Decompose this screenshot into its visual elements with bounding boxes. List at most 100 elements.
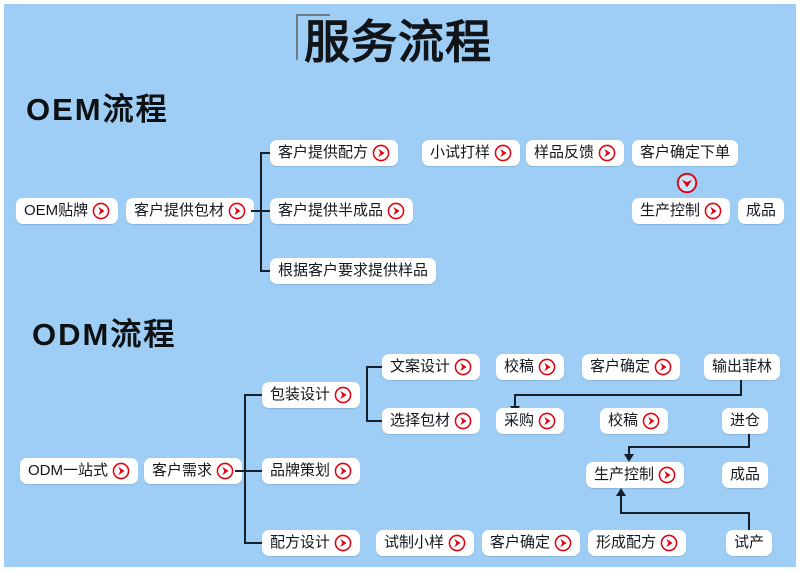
node-label: 校稿 — [504, 358, 535, 375]
node-label: ODM一站式 — [28, 462, 108, 479]
node-label: 客户确定 — [590, 358, 651, 375]
red-arrow-down-icon — [676, 172, 698, 199]
node-odm-film-output[interactable]: 输出菲林 — [704, 354, 781, 380]
node-label: 形成配方 — [596, 534, 657, 551]
connector-odm-trunk-vertical — [244, 394, 246, 544]
arrowhead-to-production-top — [624, 454, 634, 462]
connector-warehouse-to-production — [628, 446, 630, 456]
connector-packaging-to-rowB — [366, 420, 382, 422]
connector-odm-trunk-stub — [235, 470, 245, 472]
node-label: 配方设计 — [270, 534, 331, 551]
connector-film-left — [514, 394, 742, 396]
node-label: 客户提供包材 — [134, 202, 225, 219]
red-arrow-right-icon — [538, 412, 556, 430]
red-arrow-right-icon — [654, 358, 672, 376]
connector-oem-branch-3 — [260, 270, 272, 272]
node-oem-production-control[interactable]: 生产控制 — [632, 198, 731, 224]
node-odm-packaging-design[interactable]: 包装设计 — [262, 382, 361, 408]
red-arrow-right-icon — [642, 412, 660, 430]
red-arrow-right-icon — [538, 358, 556, 376]
red-arrow-right-icon — [554, 534, 572, 552]
connector-warehouse-down — [748, 434, 750, 448]
red-arrow-right-icon — [660, 534, 678, 552]
node-oem-branch-sample-by-request[interactable]: 根据客户要求提供样品 — [270, 258, 437, 284]
node-odm-copy-design[interactable]: 文案设计 — [382, 354, 481, 380]
node-odm-start[interactable]: ODM一站式 — [20, 458, 138, 484]
red-arrow-right-icon — [228, 202, 246, 220]
node-odm-formula-design[interactable]: 配方设计 — [262, 530, 361, 556]
node-label: 小试打样 — [430, 144, 491, 161]
red-arrow-right-icon — [448, 534, 466, 552]
red-arrow-right-icon — [494, 144, 512, 162]
red-arrow-right-icon — [704, 202, 722, 220]
node-oem-customer-order[interactable]: 客户确定下单 — [632, 140, 739, 166]
connector-packaging-to-rowA — [366, 366, 382, 368]
node-label: 采购 — [504, 412, 535, 429]
red-arrow-right-icon — [598, 144, 616, 162]
red-arrow-right-icon — [454, 358, 472, 376]
node-label: 品牌策划 — [270, 462, 331, 479]
connector-oem-trunk-vertical — [260, 152, 262, 272]
node-label: 生产控制 — [640, 202, 701, 219]
node-label: 试制小样 — [384, 534, 445, 551]
node-label: 试产 — [734, 534, 765, 551]
arrowhead-to-production-bottom — [616, 488, 626, 496]
node-odm-select-packaging[interactable]: 选择包材 — [382, 408, 481, 434]
node-odm-proofread-a[interactable]: 校稿 — [496, 354, 565, 380]
node-label: 客户提供配方 — [278, 144, 369, 161]
node-odm-trial-production[interactable]: 试产 — [726, 530, 773, 556]
connector-oem-trunk-stub — [251, 210, 261, 212]
node-label: 校稿 — [608, 412, 639, 429]
connector-trial-production-left — [620, 512, 750, 514]
node-label: 生产控制 — [594, 466, 655, 483]
node-oem-trial-sample[interactable]: 小试打样 — [422, 140, 521, 166]
node-label: 客户提供半成品 — [278, 202, 384, 219]
connector-odm-branch-2 — [244, 470, 262, 472]
connector-odm-branch-1 — [244, 394, 262, 396]
node-odm-customer-confirm-b[interactable]: 客户确定 — [482, 530, 581, 556]
node-oem-start[interactable]: OEM贴牌 — [16, 198, 119, 224]
title-corner-bracket — [296, 14, 330, 60]
node-oem-packaging-supply[interactable]: 客户提供包材 — [126, 198, 255, 224]
node-label: 客户确定下单 — [640, 144, 731, 161]
node-oem-finished-product[interactable]: 成品 — [738, 198, 785, 224]
node-label: 输出菲林 — [712, 358, 773, 375]
red-arrow-right-icon — [658, 466, 676, 484]
section-heading-oem: OEM流程 — [26, 92, 169, 127]
red-arrow-right-icon — [334, 462, 352, 480]
red-arrow-right-icon — [372, 144, 390, 162]
node-label: 样品反馈 — [534, 144, 595, 161]
node-odm-brand-planning[interactable]: 品牌策划 — [262, 458, 361, 484]
node-label: 成品 — [746, 202, 777, 219]
node-oem-sample-feedback[interactable]: 样品反馈 — [526, 140, 625, 166]
node-label: 根据客户要求提供样品 — [278, 262, 429, 279]
connector-oem-branch-1 — [260, 152, 272, 154]
connector-warehouse-left — [628, 446, 750, 448]
node-odm-production-control[interactable]: 生产控制 — [586, 462, 685, 488]
node-odm-trial-small-sample[interactable]: 试制小样 — [376, 530, 475, 556]
node-odm-customer-demand[interactable]: 客户需求 — [144, 458, 243, 484]
node-oem-branch-semifinished[interactable]: 客户提供半成品 — [270, 198, 414, 224]
connector-trial-to-production — [620, 496, 622, 514]
node-odm-purchase[interactable]: 采购 — [496, 408, 565, 434]
red-arrow-right-icon — [92, 202, 110, 220]
red-arrow-right-icon — [454, 412, 472, 430]
node-odm-proofread-b[interactable]: 校稿 — [600, 408, 669, 434]
connector-film-down — [740, 380, 742, 396]
node-odm-finished-product[interactable]: 成品 — [722, 462, 769, 488]
node-label: 包装设计 — [270, 386, 331, 403]
connector-packaging-subtrunk — [366, 366, 368, 422]
node-odm-customer-confirm-a[interactable]: 客户确定 — [582, 354, 681, 380]
node-oem-branch-formula[interactable]: 客户提供配方 — [270, 140, 399, 166]
red-arrow-right-icon — [387, 202, 405, 220]
connector-odm-branch-3 — [244, 542, 262, 544]
red-arrow-right-icon — [112, 462, 130, 480]
connector-trial-production-up — [748, 512, 750, 530]
node-odm-warehouse-in[interactable]: 进仓 — [722, 408, 769, 434]
node-label: OEM贴牌 — [24, 202, 89, 219]
node-label: 客户确定 — [490, 534, 551, 551]
node-label: 文案设计 — [390, 358, 451, 375]
node-odm-form-formula[interactable]: 形成配方 — [588, 530, 687, 556]
connector-oem-branch-2 — [260, 210, 272, 212]
